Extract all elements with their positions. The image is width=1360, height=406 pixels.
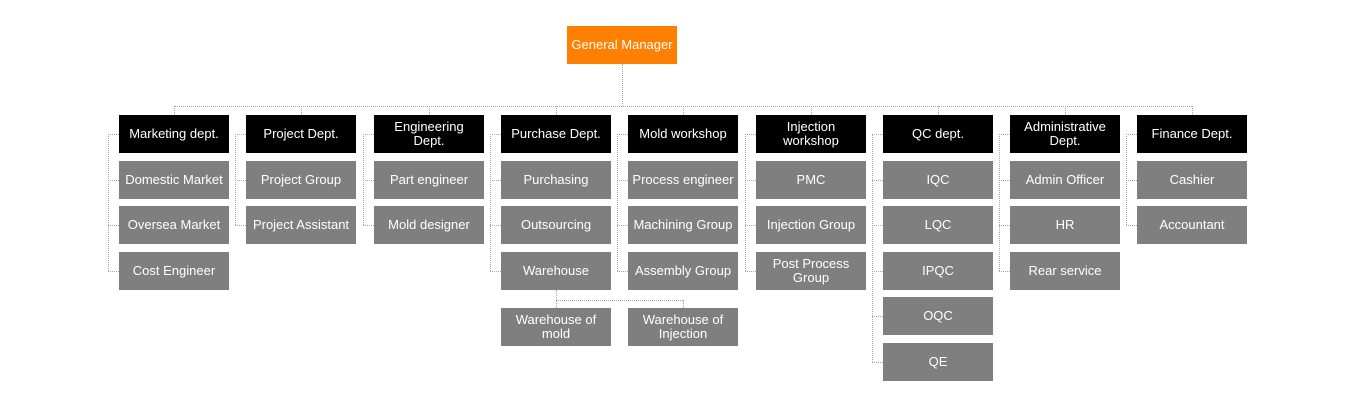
department-node-project-dept: Project Dept. bbox=[246, 115, 356, 153]
department-spine-connector bbox=[1126, 134, 1127, 225]
child-tick-connector bbox=[745, 271, 756, 272]
subunit-node-outsourcing: Outsourcing bbox=[501, 206, 611, 244]
subunit-node-admin-officer: Admin Officer bbox=[1010, 161, 1120, 199]
subunit-node-ipqc: IPQC bbox=[883, 252, 993, 290]
subunit-node-oqc: OQC bbox=[883, 297, 993, 335]
spine-tick-connector bbox=[617, 134, 628, 135]
root-connector bbox=[622, 64, 623, 106]
spine-tick-connector bbox=[999, 134, 1010, 135]
child-tick-connector bbox=[745, 225, 756, 226]
department-drop-connector bbox=[301, 106, 302, 115]
department-node-qc-dept: QC dept. bbox=[883, 115, 993, 153]
department-drop-connector bbox=[556, 106, 557, 115]
department-drop-connector bbox=[683, 106, 684, 115]
warehouse-child-connector bbox=[556, 300, 557, 308]
subunit-node-lqc: LQC bbox=[883, 206, 993, 244]
department-node-engineering-dept: Engineering Dept. bbox=[374, 115, 484, 153]
subunit-node-qe: QE bbox=[883, 343, 993, 381]
child-tick-connector bbox=[490, 271, 501, 272]
subunit-node-pmc: PMC bbox=[756, 161, 866, 199]
department-node-marketing-dept: Marketing dept. bbox=[119, 115, 229, 153]
department-drop-connector bbox=[811, 106, 812, 115]
subunit-node-oversea-market: Oversea Market bbox=[119, 206, 229, 244]
warehouse-child-connector bbox=[683, 300, 685, 308]
spine-tick-connector bbox=[235, 134, 246, 135]
subunit-node-machining-group: Machining Group bbox=[628, 206, 738, 244]
child-tick-connector bbox=[872, 271, 883, 272]
department-drop-connector bbox=[1065, 106, 1066, 115]
department-spine-connector bbox=[617, 134, 618, 271]
child-tick-connector bbox=[108, 271, 119, 272]
child-tick-connector bbox=[872, 316, 883, 317]
child-tick-connector bbox=[617, 271, 628, 272]
subunit-node-iqc: IQC bbox=[883, 161, 993, 199]
child-tick-connector bbox=[872, 362, 883, 363]
spine-tick-connector bbox=[363, 134, 374, 135]
subunit-node-warehouse-of-injection: Warehouse of Injection bbox=[628, 308, 738, 346]
child-tick-connector bbox=[363, 180, 374, 181]
spine-tick-connector bbox=[1126, 134, 1137, 135]
department-node-purchase-dept: Purchase Dept. bbox=[501, 115, 611, 153]
child-tick-connector bbox=[108, 225, 119, 226]
spine-tick-connector bbox=[490, 134, 501, 135]
subunit-node-cost-engineer: Cost Engineer bbox=[119, 252, 229, 290]
root-node-general-manager: General Manager bbox=[567, 26, 677, 64]
child-tick-connector bbox=[363, 225, 374, 226]
child-tick-connector bbox=[617, 225, 628, 226]
child-tick-connector bbox=[999, 225, 1010, 226]
subunit-node-cashier: Cashier bbox=[1137, 161, 1247, 199]
subunit-node-part-engineer: Part engineer bbox=[374, 161, 484, 199]
subunit-node-rear-service: Rear service bbox=[1010, 252, 1120, 290]
child-tick-connector bbox=[999, 271, 1010, 272]
subunit-node-purchasing: Purchasing bbox=[501, 161, 611, 199]
department-spine-connector bbox=[872, 134, 873, 362]
subunit-node-warehouse: Warehouse bbox=[501, 252, 611, 290]
subunit-node-assembly-group: Assembly Group bbox=[628, 252, 738, 290]
department-node-finance-dept: Finance Dept. bbox=[1137, 115, 1247, 153]
warehouse-bus-connector bbox=[556, 300, 684, 301]
child-tick-connector bbox=[1126, 180, 1137, 181]
child-tick-connector bbox=[1126, 225, 1137, 226]
department-spine-connector bbox=[490, 134, 491, 271]
child-tick-connector bbox=[235, 180, 246, 181]
child-tick-connector bbox=[872, 180, 883, 181]
subunit-node-domestic-market: Domestic Market bbox=[119, 161, 229, 199]
subunit-node-project-assistant: Project Assistant bbox=[246, 206, 356, 244]
subunit-node-project-group: Project Group bbox=[246, 161, 356, 199]
subunit-node-hr: HR bbox=[1010, 206, 1120, 244]
department-drop-connector bbox=[1192, 106, 1193, 115]
child-tick-connector bbox=[745, 180, 756, 181]
child-tick-connector bbox=[999, 180, 1010, 181]
warehouse-drop-connector bbox=[556, 290, 557, 300]
child-tick-connector bbox=[490, 225, 501, 226]
department-node-administrative-dept: Administrative Dept. bbox=[1010, 115, 1120, 153]
department-node-mold-workshop: Mold workshop bbox=[628, 115, 738, 153]
subunit-node-injection-group: Injection Group bbox=[756, 206, 866, 244]
subunit-node-accountant: Accountant bbox=[1137, 206, 1247, 244]
child-tick-connector bbox=[872, 225, 883, 226]
department-spine-connector bbox=[108, 134, 109, 271]
subunit-node-post-process-group: Post Process Group bbox=[756, 252, 866, 290]
department-drop-connector bbox=[174, 106, 175, 115]
child-tick-connector bbox=[235, 225, 246, 226]
child-tick-connector bbox=[490, 180, 501, 181]
spine-tick-connector bbox=[108, 134, 119, 135]
department-node-injection-workshop: Injection workshop bbox=[756, 115, 866, 153]
department-drop-connector bbox=[429, 106, 430, 115]
spine-tick-connector bbox=[872, 134, 883, 135]
child-tick-connector bbox=[617, 180, 628, 181]
child-tick-connector bbox=[108, 180, 119, 181]
department-spine-connector bbox=[999, 134, 1000, 271]
department-drop-connector bbox=[938, 106, 939, 115]
department-spine-connector bbox=[363, 134, 364, 225]
subunit-node-process-engineer: Process engineer bbox=[628, 161, 738, 199]
spine-tick-connector bbox=[745, 134, 756, 135]
subunit-node-warehouse-of-mold: Warehouse of mold bbox=[501, 308, 611, 346]
department-spine-connector bbox=[235, 134, 236, 225]
department-spine-connector bbox=[745, 134, 746, 271]
subunit-node-mold-designer: Mold designer bbox=[374, 206, 484, 244]
